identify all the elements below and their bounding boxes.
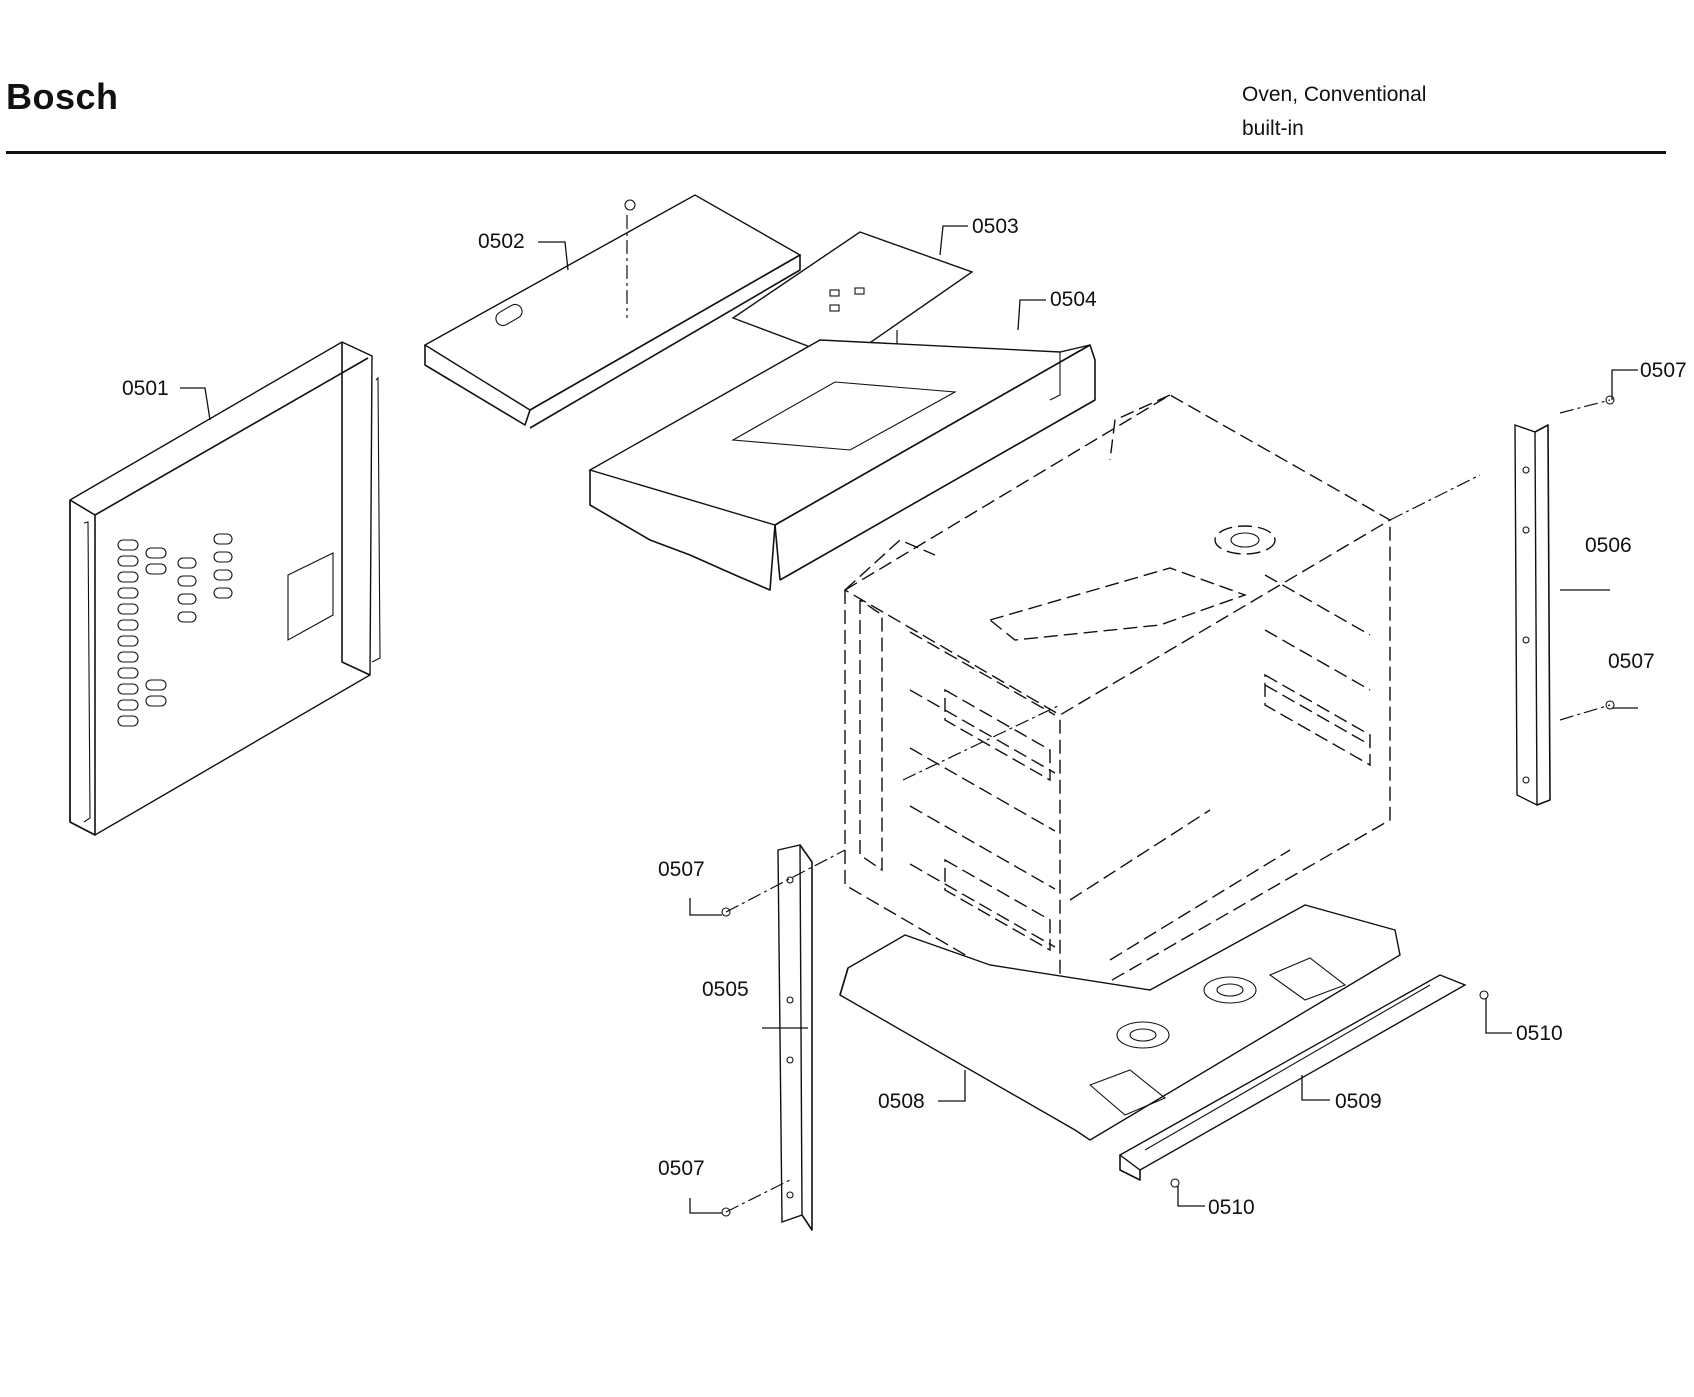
upper-frame-0504[interactable] — [588, 339, 1096, 591]
part-label-0509[interactable]: 0509 — [1335, 1090, 1382, 1113]
part-labels: 0501 0502 0503 0504 0505 0506 0507 0507 … — [122, 215, 1687, 1219]
part-label-0510-bottom[interactable]: 0510 — [1208, 1196, 1255, 1219]
part-label-0510-right[interactable]: 0510 — [1516, 1022, 1563, 1045]
rack-guides — [909, 574, 1371, 961]
side-panel-0501[interactable] — [69, 341, 381, 836]
part-label-0507-upper-left[interactable]: 0507 — [658, 858, 705, 881]
screws-0510 — [721, 395, 1615, 1217]
product-line-2: built-in — [1242, 117, 1304, 140]
part-label-0502[interactable]: 0502 — [478, 230, 525, 253]
front-strip-0509[interactable] — [1118, 974, 1467, 1181]
part-label-0501[interactable]: 0501 — [122, 377, 169, 400]
part-label-0507-lower-left[interactable]: 0507 — [658, 1157, 705, 1180]
part-label-0505[interactable]: 0505 — [702, 978, 749, 1001]
part-label-0503[interactable]: 0503 — [972, 215, 1019, 238]
leader-lines — [180, 225, 1638, 1214]
part-label-0507-mid-right[interactable]: 0507 — [1608, 650, 1655, 673]
product-description: Oven, Conventional built-in — [1242, 78, 1426, 146]
brand-name: Bosch — [6, 76, 119, 117]
product-line-1: Oven, Conventional — [1242, 83, 1427, 106]
oven-cavity — [843, 394, 1481, 1012]
bottom-pan-0508[interactable] — [839, 904, 1401, 1141]
left-rail-0505[interactable] — [725, 844, 846, 1231]
top-cover-0502[interactable] — [423, 194, 802, 429]
part-label-0504[interactable]: 0504 — [1050, 288, 1097, 311]
header-rule — [6, 151, 1666, 154]
vent-slots-0501 — [117, 533, 233, 727]
part-label-0507-top-right[interactable]: 0507 — [1640, 359, 1687, 382]
part-label-0506[interactable]: 0506 — [1585, 534, 1632, 557]
right-rail-0506[interactable] — [1514, 399, 1611, 807]
part-label-0508[interactable]: 0508 — [878, 1090, 925, 1113]
